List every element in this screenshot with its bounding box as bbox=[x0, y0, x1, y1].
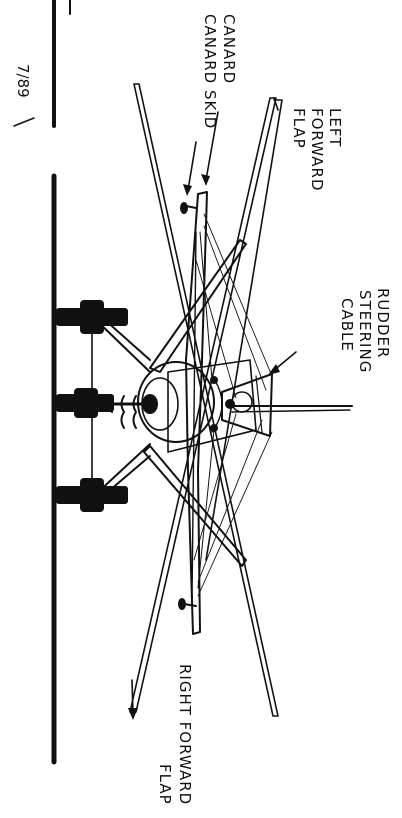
rigging-cables bbox=[193, 213, 273, 597]
rudder-steering-cable-arrow bbox=[268, 351, 297, 375]
nose-wheel bbox=[56, 388, 114, 418]
label-right-forward-flap-line1: RIGHT FORWARD bbox=[176, 664, 194, 805]
ground-line bbox=[13, 0, 71, 765]
label-left-forward-flap-line3: FLAP bbox=[290, 108, 308, 149]
right-main-wheel bbox=[56, 478, 128, 512]
label-canard-skid: CANARD SKID bbox=[201, 14, 219, 129]
label-rudder-steering-cable-line2: STEERING bbox=[356, 290, 374, 373]
canard-skid-left bbox=[180, 202, 197, 214]
label-left-forward-flap-line2: FORWARD bbox=[308, 108, 326, 192]
canard-wing bbox=[185, 191, 215, 635]
tail-assembly bbox=[221, 373, 353, 437]
canard-skid-arrow bbox=[183, 141, 197, 196]
main-wing bbox=[143, 239, 257, 567]
label-rudder-steering-cable-line1: RUDDER bbox=[374, 288, 392, 358]
canard-skid-right bbox=[178, 598, 197, 610]
left-main-wheel bbox=[56, 300, 128, 334]
right-forward-flap-arrow bbox=[128, 679, 138, 720]
sheet-mark: 7/89 bbox=[14, 64, 32, 98]
label-right-forward-flap-line2: FLAP bbox=[156, 764, 174, 805]
label-canard: CANARD bbox=[220, 14, 238, 84]
label-rudder-steering-cable-line3: CABLE bbox=[338, 298, 356, 352]
label-left-forward-flap-line1: LEFT bbox=[326, 108, 344, 147]
canard-arrow bbox=[201, 111, 219, 186]
left-forward-flap-arrow bbox=[273, 97, 279, 111]
